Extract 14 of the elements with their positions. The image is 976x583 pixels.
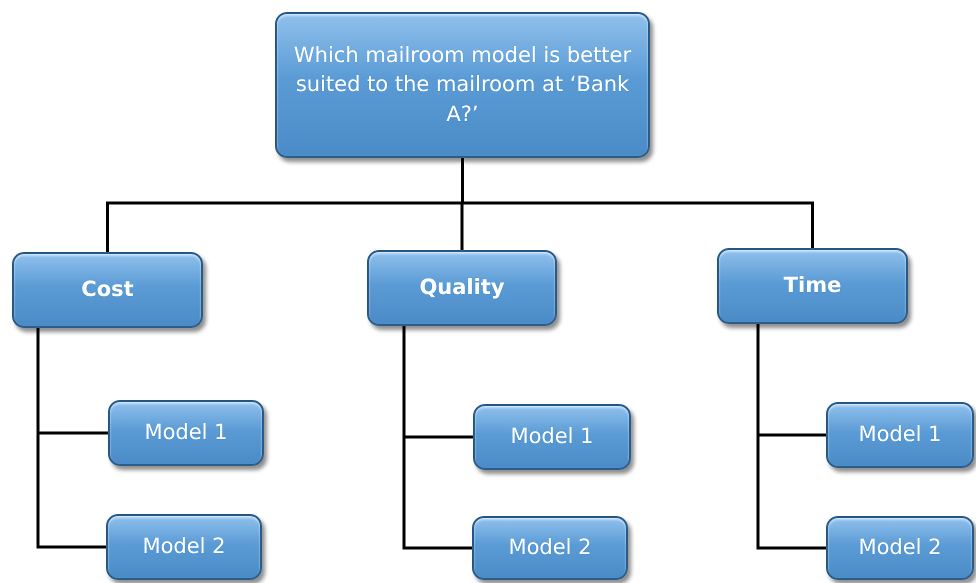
connector-line	[36, 328, 106, 548]
connector-line	[402, 326, 472, 550]
option-box: Model 2	[106, 514, 262, 580]
connector-line	[756, 324, 826, 550]
option-box: Model 1	[473, 404, 631, 470]
criterion-box: Quality	[367, 250, 557, 326]
criterion-box: Cost	[12, 252, 203, 328]
option-box: Model 2	[826, 516, 974, 580]
option-box: Model 1	[108, 400, 264, 466]
question-box: Which mailroom model is better suited to the mailroom at ‘Bank A?’	[275, 12, 650, 158]
connector-line	[461, 158, 814, 248]
option-box: Model 1	[826, 402, 974, 468]
criterion-box: Time	[717, 248, 908, 324]
option-box: Model 2	[472, 516, 628, 580]
